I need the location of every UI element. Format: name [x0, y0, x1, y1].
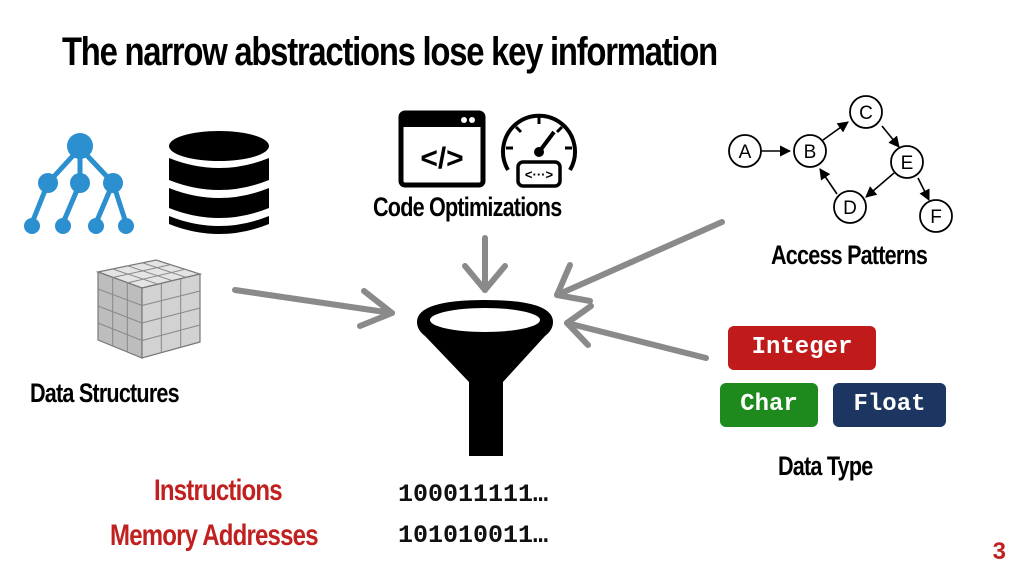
binary-line-2: 101010011… — [398, 521, 549, 550]
funnel-icon — [417, 300, 553, 456]
char-chip: Char — [720, 383, 818, 427]
data-cube-icon — [95, 259, 203, 359]
svg-text:</>: </> — [420, 142, 463, 175]
integer-chip: Integer — [728, 326, 876, 370]
speedometer-icon: <···> — [501, 113, 577, 188]
graph-node-f: F — [930, 207, 942, 228]
slide-title: The narrow abstractions lose key informa… — [62, 30, 718, 74]
database-icon — [169, 131, 269, 234]
tree-structure-icon — [24, 133, 134, 234]
graph-node-a: A — [739, 142, 752, 163]
data-type-label: Data Type — [778, 451, 873, 481]
data-structures-label: Data Structures — [30, 378, 180, 408]
memory-addresses-label: Memory Addresses — [110, 519, 319, 552]
access-patterns-label: Access Patterns — [771, 240, 928, 270]
binary-line-1: 100011111… — [398, 480, 549, 509]
instructions-label: Instructions — [154, 474, 283, 507]
page-number: 3 — [992, 538, 1006, 565]
svg-text:<···>: <···> — [525, 167, 554, 182]
code-window-icon: </> — [398, 110, 486, 188]
graph-node-e: E — [901, 153, 914, 174]
graph-node-c: C — [859, 103, 873, 124]
access-graph-diagram: A B C D E F — [728, 95, 953, 233]
code-optimizations-label: Code Optimizations — [373, 192, 562, 222]
float-chip: Float — [833, 383, 946, 427]
graph-node-b: B — [804, 142, 817, 163]
graph-node-d: D — [843, 198, 857, 219]
